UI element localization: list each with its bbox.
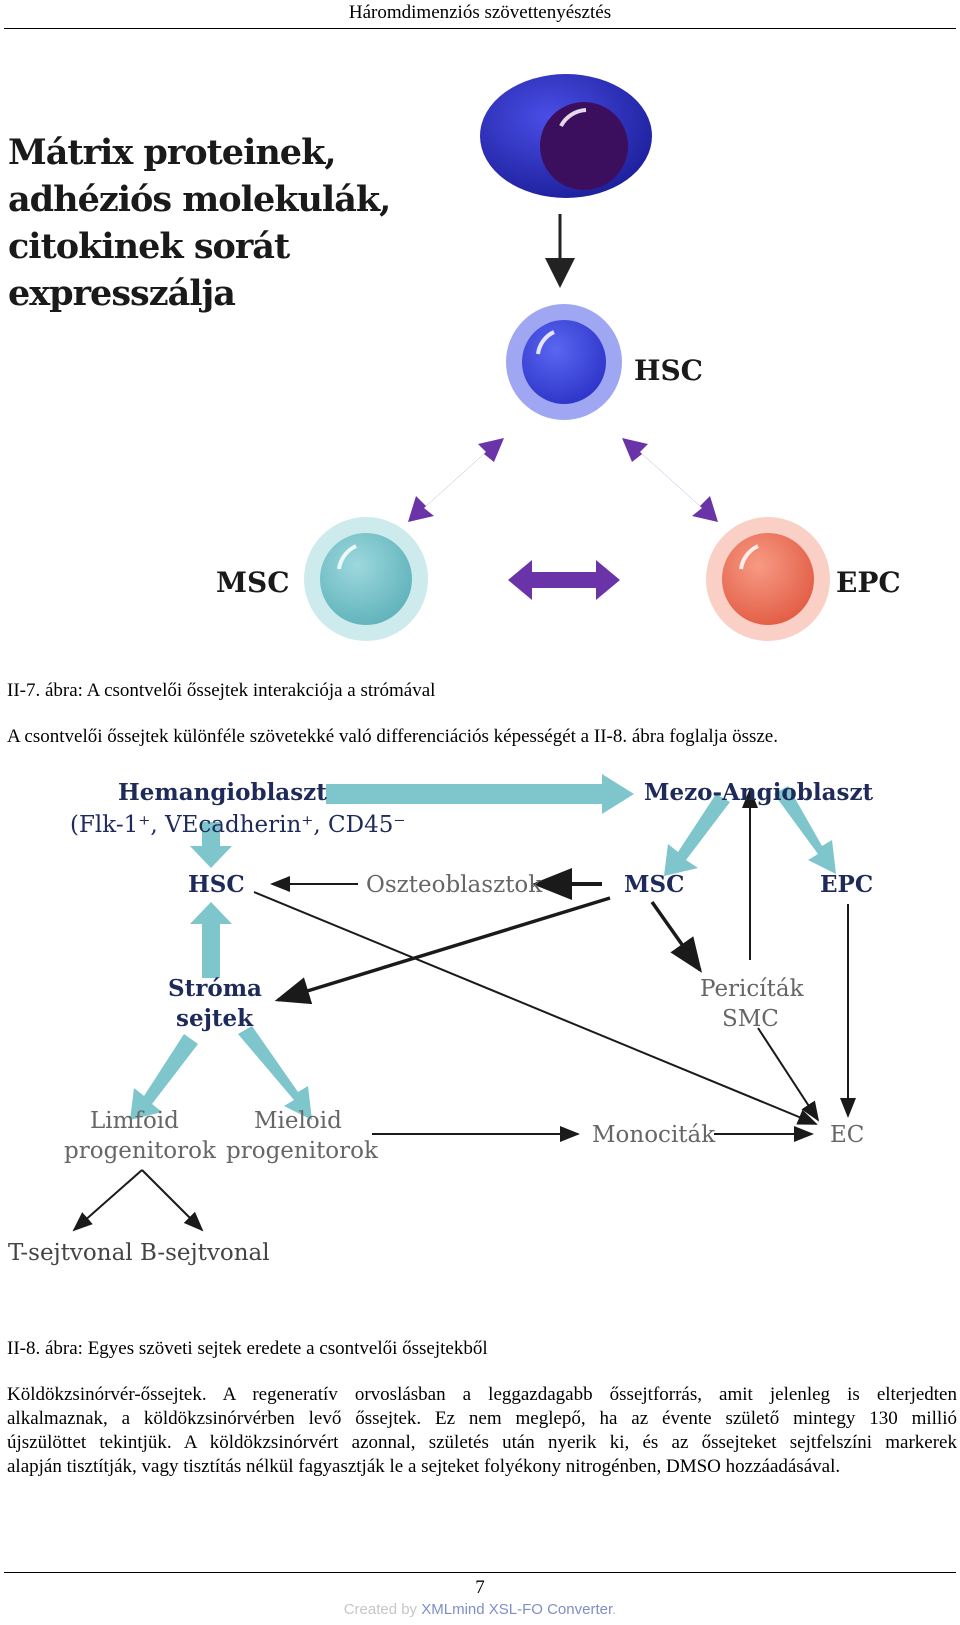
arrow-hemangio-to-hsc — [190, 822, 232, 868]
page-number: 7 — [475, 1577, 485, 1598]
mieloid-label-2: progenitorok — [226, 1138, 379, 1164]
smc-label: SMC — [722, 1006, 779, 1032]
paragraph-line-4: alapján tisztítják, vagy tisztítás nélkü… — [7, 1456, 841, 1477]
msc-label: MSC — [216, 566, 290, 599]
figure-cell-origin: Hemangioblaszt (Flk-1⁺, VEcadherin⁺, CD4… — [8, 774, 874, 1266]
converter-credit: Created by XMLmind XSL-FO Converter. — [0, 1601, 960, 1618]
header-divider — [4, 28, 956, 29]
page-header-title: Háromdimenziós szövettenyésztés — [348, 2, 612, 23]
paragraph-line-3: újszülöttet tekintjük. A köldökzsinórvér… — [7, 1432, 957, 1453]
arrow-msc-epc — [508, 560, 620, 600]
msc-node-label: MSC — [624, 871, 684, 898]
epc-node-label: EPC — [820, 871, 873, 898]
hsc-cell — [506, 304, 622, 420]
arrow-limfoid-to-b — [141, 1169, 204, 1232]
epc-label: EPC — [836, 566, 901, 599]
monocytes-label: Monociták — [592, 1122, 716, 1148]
arrow-hsc-msc — [408, 438, 504, 522]
arrow-stroma-to-hsc — [190, 902, 232, 978]
figure-1-caption: II-7. ábra: A csontvelői őssejtek intera… — [7, 680, 436, 701]
intro-paragraph: A csontvelői őssejtek különféle szövetek… — [7, 726, 778, 747]
hsc-node-label: HSC — [188, 871, 245, 898]
ec-label: EC — [830, 1122, 864, 1148]
arrow-hsc-epc — [622, 438, 718, 522]
stroma-label-1: Stróma — [168, 975, 262, 1002]
mieloid-label-1: Mieloid — [254, 1108, 342, 1134]
credit-suffix: . — [612, 1601, 617, 1618]
arrow-hsc-to-ec — [253, 891, 818, 1125]
limfoid-label-1: Limfoid — [90, 1108, 179, 1134]
osteoblasts-label: Oszteoblasztok — [366, 872, 543, 898]
headline-line-2: adhéziós molekulák, — [8, 179, 390, 220]
msc-cell — [304, 517, 428, 641]
figure-stroma-interaction: Mátrix proteinek, adhéziós molekulák, ci… — [8, 74, 901, 641]
arrow-limfoid-to-t — [72, 1169, 143, 1232]
arrow-hemangio-to-mezo — [326, 774, 634, 814]
credit-prefix: Created by — [343, 1601, 422, 1618]
hemangioblast-label: Hemangioblaszt — [118, 779, 327, 806]
arrow-pericytes-to-ec — [757, 1027, 820, 1122]
footer-divider — [4, 1572, 956, 1573]
arrow-msc-to-stroma — [274, 896, 611, 1005]
credit-link[interactable]: XMLmind XSL-FO Converter — [421, 1601, 613, 1618]
limfoid-label-2: progenitorok — [64, 1138, 217, 1164]
hsc-label: HSC — [634, 354, 703, 387]
stroma-label-2: sejtek — [176, 1005, 254, 1032]
stromal-cell-top — [480, 74, 652, 198]
headline-line-3: citokinek sorát — [8, 226, 290, 267]
arrow-mezo-to-msc — [664, 794, 730, 876]
hemangioblast-markers: (Flk-1⁺, VEcadherin⁺, CD45⁻ — [70, 812, 406, 838]
t-line-label: T-sejtvonal — [8, 1240, 133, 1266]
arrow-stroma-to-mieloid — [238, 1026, 312, 1120]
paragraph-line-1: Köldökzsinórvér-őssejtek. A regeneratív … — [7, 1384, 957, 1405]
paragraph-line-2: alkalmaznak, a köldökzsinórvérben levő ő… — [7, 1408, 957, 1429]
headline-line-1: Mátrix proteinek, — [8, 132, 336, 173]
headline-line-4: expresszálja — [8, 273, 235, 314]
cord-blood-paragraph: Köldökzsinórvér-őssejtek. A regeneratív … — [7, 1383, 957, 1479]
arrow-mezo-to-epc — [774, 786, 836, 874]
epc-cell — [706, 517, 830, 641]
mezo-angioblast-label: Mezo-Angioblaszt — [644, 779, 874, 806]
pericytes-label: Pericíták — [700, 976, 805, 1002]
arrow-stroma-to-limfoid — [130, 1034, 198, 1120]
arrow-msc-to-pericytes — [650, 900, 703, 973]
b-line-label: B-sejtvonal — [140, 1240, 270, 1266]
figure-2-caption: II-8. ábra: Egyes szöveti sejtek eredete… — [7, 1338, 488, 1359]
